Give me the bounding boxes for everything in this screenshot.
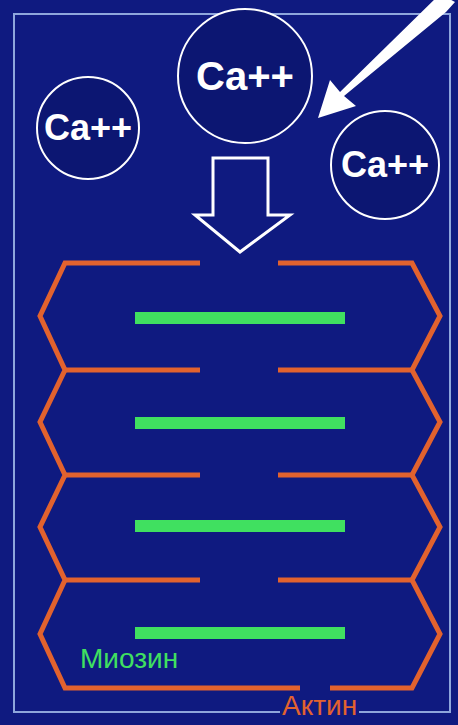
- actin-filaments: [40, 263, 440, 688]
- ion-label: Ca++: [44, 110, 132, 146]
- ion-label: Ca++: [341, 147, 429, 183]
- myosin-filaments: [135, 312, 345, 639]
- calcium-ion: Ca++: [36, 76, 140, 180]
- calcium-ion: Ca++: [330, 110, 440, 220]
- actin-label: Актин: [280, 692, 359, 720]
- incoming-arrow: [318, 0, 455, 118]
- calcium-ion: Ca++: [177, 8, 313, 144]
- ion-label: Ca++: [196, 56, 294, 96]
- hollow-down-arrow: [195, 158, 290, 252]
- myosin-label: Миозин: [78, 645, 180, 673]
